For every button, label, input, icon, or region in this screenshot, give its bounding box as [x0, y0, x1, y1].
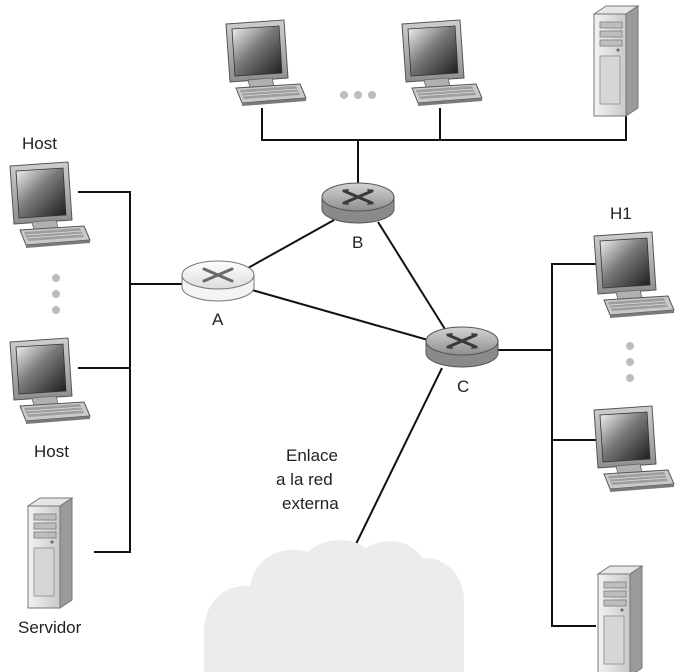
ellipsis-dots-icon [626, 342, 634, 382]
computer-left-top-icon [9, 161, 91, 249]
router-b-label: B [352, 233, 364, 252]
ellipsis-dots-icon [340, 91, 376, 99]
link-b-c [377, 221, 449, 335]
host-bottom-label: Host [34, 442, 69, 461]
right-lan-bus [551, 263, 596, 627]
network-links [78, 108, 627, 627]
computer-left-bottom-icon [9, 337, 91, 425]
router-a-label: A [212, 310, 224, 329]
computer-h1-icon [593, 231, 675, 319]
router-a-icon [180, 259, 256, 303]
computer-top-right-icon [401, 19, 483, 107]
router-b-icon [320, 181, 396, 225]
router-c-label: C [457, 377, 470, 396]
ellipsis-dots-icon [52, 274, 60, 314]
computer-right-bottom-icon [593, 405, 675, 493]
enlace-label-line1: Enlace [286, 446, 338, 465]
server-left-icon [27, 497, 73, 609]
computer-top-left-icon [225, 19, 307, 107]
host-top-label: Host [22, 134, 57, 153]
h1-label: H1 [610, 204, 632, 223]
left-lan-bus [78, 191, 131, 553]
enlace-label-line3: externa [282, 494, 339, 513]
server-top-icon [593, 5, 639, 117]
enlace-label-line2: a la red [276, 470, 333, 489]
link-a-c [251, 289, 429, 341]
top-lan-bus [261, 108, 627, 141]
servidor-label: Servidor [18, 618, 82, 637]
link-a-b [247, 219, 335, 269]
server-right-icon [597, 565, 643, 672]
router-c-icon [424, 325, 500, 369]
cloud-icon [204, 540, 465, 672]
router-c-uplink [355, 367, 443, 545]
